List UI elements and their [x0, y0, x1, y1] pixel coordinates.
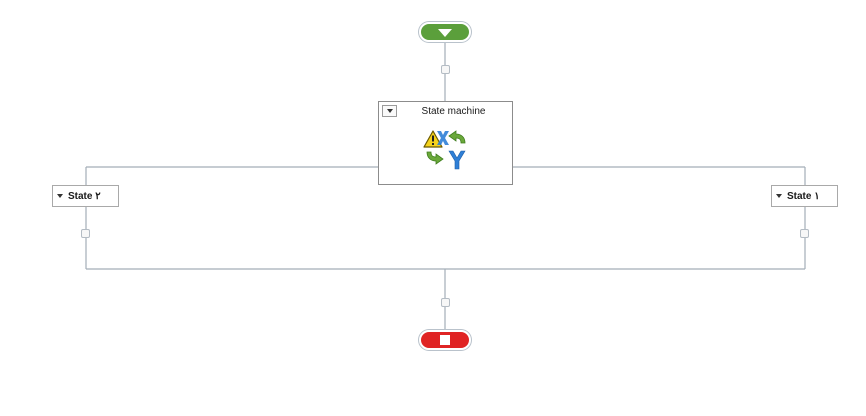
state-1-node[interactable]: State ۱	[771, 185, 838, 207]
start-node[interactable]	[419, 22, 471, 42]
state-1-label: State ۱	[787, 190, 820, 202]
connection-port-state-1[interactable]	[800, 229, 809, 238]
stop-square-icon	[440, 335, 450, 345]
stop-node[interactable]	[419, 330, 471, 350]
chevron-down-icon	[776, 194, 782, 198]
expand-collapse-button[interactable]	[382, 105, 397, 117]
chevron-down-icon	[386, 109, 393, 113]
play-down-icon	[438, 28, 452, 37]
state-machine-title: State machine	[421, 106, 486, 117]
connection-port-stop[interactable]	[441, 298, 450, 307]
connection-port-state-2[interactable]	[81, 229, 90, 238]
state-2-label: State ۲	[68, 190, 101, 202]
state-machine-activity[interactable]: State machine	[378, 101, 513, 185]
chevron-down-icon	[57, 194, 63, 198]
connection-port-start[interactable]	[441, 65, 450, 74]
state-2-node[interactable]: State ۲	[52, 185, 119, 207]
state-machine-icon	[423, 130, 466, 170]
